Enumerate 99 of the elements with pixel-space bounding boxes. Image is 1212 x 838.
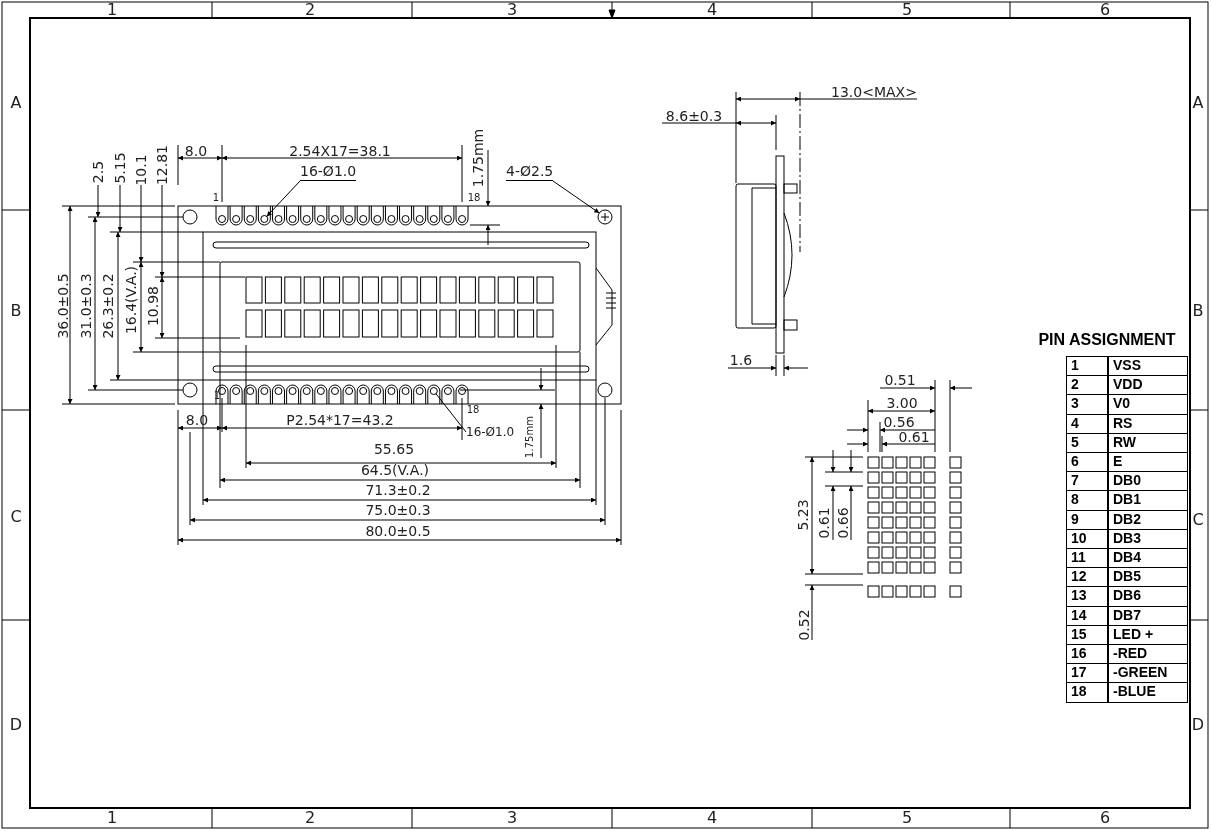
pin-number: 17 bbox=[1066, 663, 1108, 684]
zone-letter: C bbox=[10, 509, 22, 525]
dimension-text: 80.0±0.5 bbox=[365, 524, 431, 538]
leader-label: 16-Ø1.0 bbox=[466, 426, 515, 438]
zone-number: 3 bbox=[506, 810, 518, 826]
leader-line bbox=[552, 180, 600, 214]
zone-letter: D bbox=[1191, 717, 1205, 733]
dimension-text: 0.61 bbox=[898, 430, 930, 444]
pin-number: 12 bbox=[1066, 567, 1108, 588]
signal-name: LED + bbox=[1108, 624, 1188, 645]
dimension-text: 10.1 bbox=[134, 154, 148, 186]
dimension-text: 0.61 bbox=[817, 507, 831, 539]
signal-name: DB6 bbox=[1108, 586, 1188, 607]
leader-label: 4-Ø2.5 bbox=[506, 164, 554, 181]
dimension-text: 1.6 bbox=[729, 353, 753, 367]
dimension-text: 1.75mm bbox=[471, 128, 485, 188]
pin-number: 1 bbox=[213, 391, 221, 401]
dimension-text: 5.23 bbox=[796, 499, 810, 531]
signal-name: E bbox=[1108, 452, 1188, 473]
signal-name: DB1 bbox=[1108, 490, 1188, 511]
dimension-text: P2.54*17=43.2 bbox=[286, 413, 394, 427]
signal-name: DB4 bbox=[1108, 548, 1188, 569]
signal-name: V0 bbox=[1108, 394, 1188, 415]
zone-letter: D bbox=[9, 717, 23, 733]
dimension-text: 31.0±0.3 bbox=[79, 273, 93, 339]
zone-number: 6 bbox=[1099, 810, 1111, 826]
zone-letter: B bbox=[1192, 303, 1204, 319]
pin-number: 15 bbox=[1066, 624, 1108, 645]
zone-number: 1 bbox=[106, 2, 118, 18]
pin-number: 14 bbox=[1066, 605, 1108, 626]
zone-number: 3 bbox=[506, 2, 518, 18]
pin-number: 18 bbox=[1066, 682, 1108, 703]
zone-letter: A bbox=[1192, 95, 1204, 111]
signal-name: VDD bbox=[1108, 375, 1188, 396]
dimension-text: 1.75mm bbox=[525, 416, 535, 458]
dimension-text: 8.6±0.3 bbox=[665, 109, 723, 123]
leader-label: 16-Ø1.0 bbox=[300, 164, 357, 181]
pin-number: 3 bbox=[1066, 394, 1108, 415]
signal-name: RW bbox=[1108, 432, 1188, 453]
pin-number: 6 bbox=[1066, 452, 1108, 473]
pin-hole bbox=[429, 387, 438, 395]
zone-letter: B bbox=[10, 303, 22, 319]
dimension-text: 5.15 bbox=[113, 152, 127, 184]
zone-number: 5 bbox=[901, 2, 913, 18]
leader-line bbox=[266, 180, 301, 217]
pin-number: 9 bbox=[1066, 509, 1108, 530]
dimension-text: 75.0±0.3 bbox=[365, 503, 431, 517]
dimension-text: 0.56 bbox=[883, 415, 915, 429]
pin-number: 10 bbox=[1066, 528, 1108, 549]
zone-number: 2 bbox=[304, 810, 316, 826]
pin-number: 5 bbox=[1066, 432, 1108, 453]
signal-name: -GREEN bbox=[1108, 663, 1188, 684]
dimension-text: 2.5 bbox=[91, 160, 105, 184]
zone-number: 1 bbox=[106, 810, 118, 826]
zone-number: 4 bbox=[706, 810, 718, 826]
pin-number: 16 bbox=[1066, 644, 1108, 665]
signal-name: DB5 bbox=[1108, 567, 1188, 588]
dimension-text: 71.3±0.2 bbox=[365, 483, 431, 497]
signal-name: DB3 bbox=[1108, 528, 1188, 549]
pin-number: 1 bbox=[1066, 356, 1108, 377]
pin-number: 7 bbox=[1066, 471, 1108, 492]
pin-number: 18 bbox=[467, 193, 481, 203]
zone-letter: A bbox=[10, 95, 22, 111]
table-title: PIN ASSIGNMENT bbox=[1038, 331, 1176, 349]
pin-number: 18 bbox=[466, 405, 480, 415]
pin-number: 1 bbox=[212, 193, 220, 203]
dimension-text: 36.0±0.5 bbox=[56, 273, 70, 339]
pin-number: 2 bbox=[1066, 375, 1108, 396]
signal-name: -RED bbox=[1108, 644, 1188, 665]
dimension-text: 8.0 bbox=[184, 144, 208, 158]
dimension-text: 64.5(V.A.) bbox=[360, 463, 430, 477]
dimension-text: 3.00 bbox=[886, 396, 918, 410]
pin-number: 13 bbox=[1066, 586, 1108, 607]
leader-line bbox=[435, 393, 467, 433]
zone-number: 2 bbox=[304, 2, 316, 18]
pin-number: 11 bbox=[1066, 548, 1108, 569]
mounting-hole bbox=[597, 209, 613, 225]
pin-hole bbox=[260, 215, 269, 223]
dimension-text: 13.0<MAX> bbox=[831, 85, 917, 99]
signal-name: DB2 bbox=[1108, 509, 1188, 530]
dimension-text: 10.98 bbox=[146, 285, 160, 327]
pin-number: 4 bbox=[1066, 413, 1108, 434]
signal-name: -BLUE bbox=[1108, 682, 1188, 703]
signal-name: DB7 bbox=[1108, 605, 1188, 626]
dimension-text: 12.81 bbox=[155, 144, 169, 186]
zone-number: 4 bbox=[706, 2, 718, 18]
dimension-text: 55.65 bbox=[373, 442, 415, 456]
zone-number: 6 bbox=[1099, 2, 1111, 18]
dimension-text: 0.52 bbox=[797, 609, 811, 641]
zone-number: 5 bbox=[901, 810, 913, 826]
signal-name: DB0 bbox=[1108, 471, 1188, 492]
signal-name: RS bbox=[1108, 413, 1188, 434]
zone-letter: C bbox=[1192, 512, 1204, 528]
dimension-text: 16.4(V.A.) bbox=[124, 265, 138, 335]
pin-number: 8 bbox=[1066, 490, 1108, 511]
dimension-text: 0.51 bbox=[884, 373, 916, 387]
signal-name: VSS bbox=[1108, 356, 1188, 377]
dimension-text: 0.66 bbox=[836, 507, 850, 539]
dimension-text: 26.3±0.2 bbox=[101, 273, 115, 339]
